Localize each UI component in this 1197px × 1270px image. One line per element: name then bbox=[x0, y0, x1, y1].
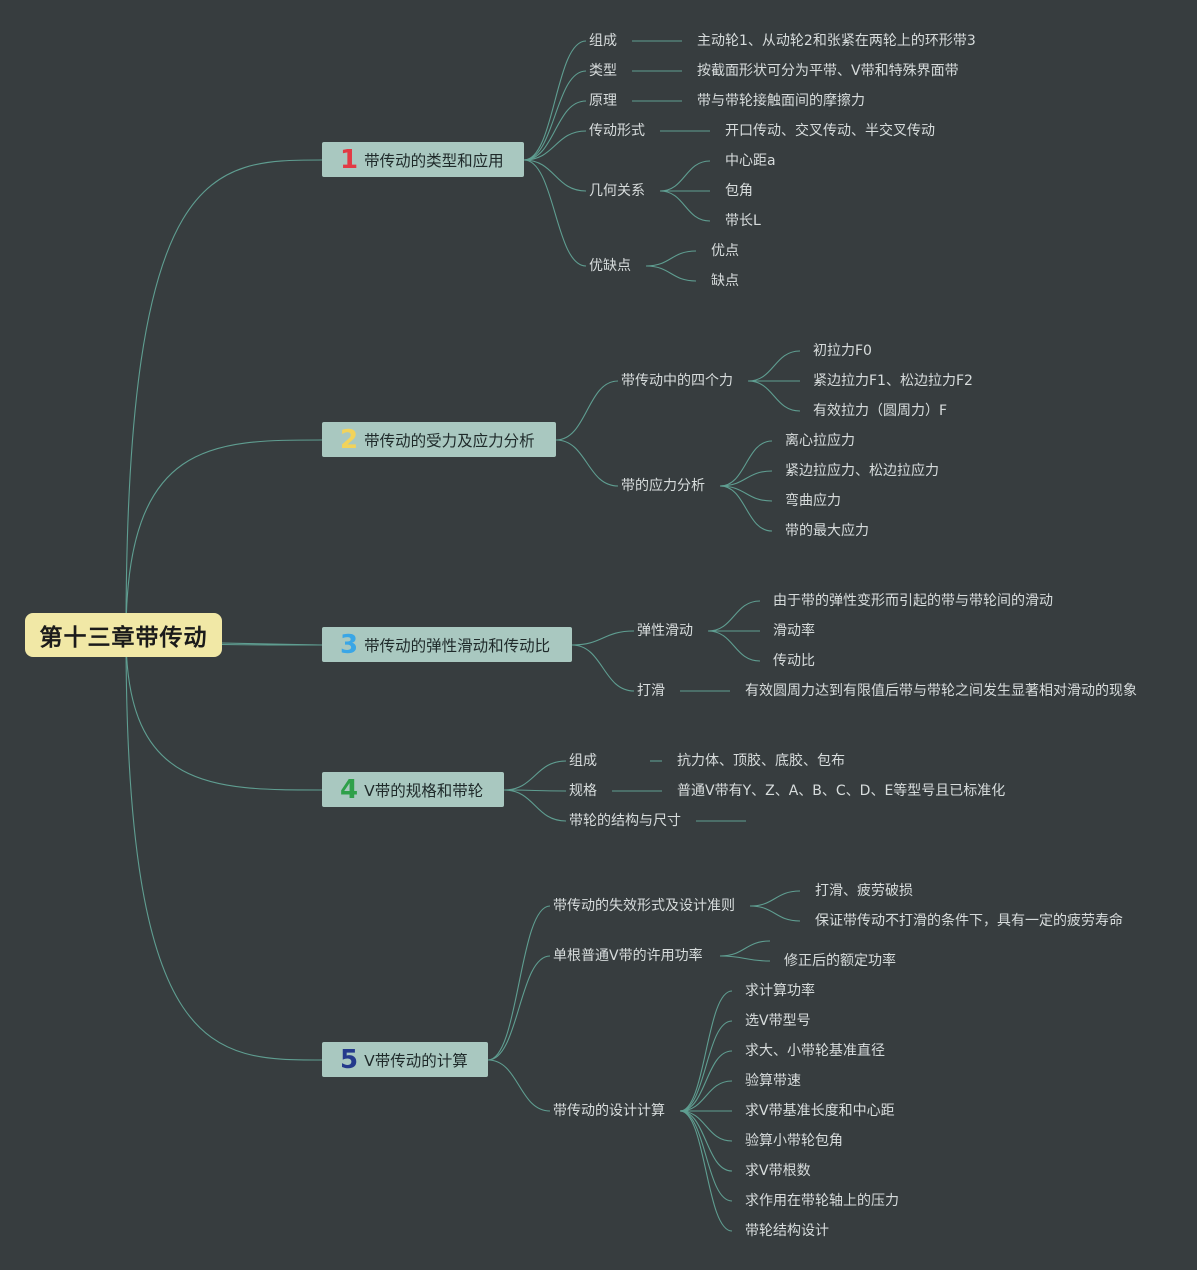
b5-power-item[interactable]: 修正后的额定功率 bbox=[784, 953, 896, 969]
b5-design-calc[interactable]: 带传动的设计计算 bbox=[553, 1103, 665, 1119]
b2-force-item[interactable]: 初拉力F0 bbox=[813, 343, 872, 359]
b2-four-forces[interactable]: 带传动中的四个力 bbox=[621, 373, 733, 389]
b3-slipping-detail[interactable]: 有效圆周力达到有限值后带与带轮之间发生显著相对滑动的现象 bbox=[745, 683, 1137, 699]
b5-design-step[interactable]: 验算小带轮包角 bbox=[745, 1133, 843, 1149]
branch-2-number: 2 bbox=[340, 424, 359, 455]
b4-specification[interactable]: 规格 bbox=[569, 783, 597, 799]
branch-1-label: 带传动的类型和应用 bbox=[364, 151, 504, 170]
b5-design-step[interactable]: 选V带型号 bbox=[745, 1013, 811, 1029]
b5-allowable-power[interactable]: 单根普通V带的许用功率 bbox=[553, 948, 703, 964]
b1-drive-form[interactable]: 传动形式 bbox=[589, 123, 645, 139]
b3-elastic-item[interactable]: 由于带的弹性变形而引起的带与带轮间的滑动 bbox=[773, 593, 1053, 609]
b5-failure-item[interactable]: 打滑、疲劳破损 bbox=[815, 883, 913, 899]
b5-design-step[interactable]: 求V带基准长度和中心距 bbox=[745, 1103, 895, 1119]
b1-composition-detail[interactable]: 主动轮1、从动轮2和张紧在两轮上的环形带3 bbox=[697, 33, 976, 49]
b1-principle[interactable]: 原理 bbox=[589, 93, 617, 109]
b2-stress-analysis[interactable]: 带的应力分析 bbox=[621, 478, 705, 494]
b5-design-step[interactable]: 带轮结构设计 bbox=[745, 1223, 829, 1239]
b1-type-detail[interactable]: 按截面形状可分为平带、V带和特殊界面带 bbox=[697, 63, 959, 79]
b4-pulley-structure[interactable]: 带轮的结构与尺寸 bbox=[569, 813, 681, 829]
branch-2-label: 带传动的受力及应力分析 bbox=[364, 431, 535, 450]
b3-elastic-item[interactable]: 滑动率 bbox=[773, 623, 815, 639]
b2-stress-item[interactable]: 带的最大应力 bbox=[785, 523, 869, 539]
b1-composition[interactable]: 组成 bbox=[589, 33, 617, 49]
b3-elastic-item[interactable]: 传动比 bbox=[773, 653, 815, 669]
b4-composition-detail[interactable]: 抗力体、顶胶、底胶、包布 bbox=[677, 753, 845, 769]
b1-geometry-item[interactable]: 带长L bbox=[725, 213, 761, 229]
b2-stress-item[interactable]: 弯曲应力 bbox=[785, 493, 841, 509]
b2-force-item[interactable]: 紧边拉力F1、松边拉力F2 bbox=[813, 373, 973, 389]
branch-4-number: 4 bbox=[340, 774, 359, 805]
branch-1[interactable]: 1 带传动的类型和应用 bbox=[322, 142, 524, 177]
branch-2[interactable]: 2 带传动的受力及应力分析 bbox=[322, 422, 556, 457]
branch-3[interactable]: 3 带传动的弹性滑动和传动比 bbox=[322, 627, 572, 662]
branch-5[interactable]: 5 V带传动的计算 bbox=[322, 1042, 488, 1077]
b5-design-step[interactable]: 求大、小带轮基准直径 bbox=[745, 1043, 885, 1059]
b5-design-step[interactable]: 求作用在带轮轴上的压力 bbox=[745, 1193, 899, 1209]
branch-4[interactable]: 4 V带的规格和带轮 bbox=[322, 772, 504, 807]
b2-stress-item[interactable]: 紧边拉应力、松边拉应力 bbox=[785, 463, 939, 479]
b1-principle-detail[interactable]: 带与带轮接触面间的摩擦力 bbox=[697, 93, 865, 109]
branch-5-label: V带传动的计算 bbox=[364, 1051, 468, 1070]
b2-stress-item[interactable]: 离心拉应力 bbox=[785, 433, 855, 449]
b4-specification-detail[interactable]: 普通V带有Y、Z、A、B、C、D、E等型号且已标准化 bbox=[677, 783, 1006, 799]
b1-pros[interactable]: 优点 bbox=[711, 243, 739, 259]
b1-geometry[interactable]: 几何关系 bbox=[589, 183, 645, 199]
branch-3-number: 3 bbox=[340, 629, 359, 660]
b5-design-step[interactable]: 求计算功率 bbox=[745, 983, 815, 999]
branch-1-number: 1 bbox=[340, 144, 359, 175]
b4-composition[interactable]: 组成 bbox=[569, 753, 597, 769]
b5-design-step[interactable]: 求V带根数 bbox=[745, 1163, 811, 1179]
branch-3-label: 带传动的弹性滑动和传动比 bbox=[364, 636, 551, 655]
branch-5-number: 5 bbox=[340, 1044, 359, 1075]
b3-elastic-sliding[interactable]: 弹性滑动 bbox=[637, 623, 693, 639]
b2-force-item[interactable]: 有效拉力（圆周力）F bbox=[813, 403, 948, 419]
b5-design-step[interactable]: 验算带速 bbox=[745, 1073, 801, 1089]
root-topic[interactable]: 第十三章带传动 bbox=[25, 613, 222, 657]
b1-drive-form-detail[interactable]: 开口传动、交叉传动、半交叉传动 bbox=[725, 123, 935, 139]
branch-4-label: V带的规格和带轮 bbox=[364, 781, 484, 800]
b1-geometry-item[interactable]: 中心距a bbox=[725, 153, 776, 169]
b1-type[interactable]: 类型 bbox=[589, 63, 617, 79]
b5-failure-item[interactable]: 保证带传动不打滑的条件下，具有一定的疲劳寿命 bbox=[815, 913, 1123, 929]
b1-cons[interactable]: 缺点 bbox=[711, 273, 739, 289]
b5-failure-modes[interactable]: 带传动的失效形式及设计准则 bbox=[553, 898, 735, 914]
b1-pros-cons[interactable]: 优缺点 bbox=[589, 258, 631, 274]
b1-geometry-item[interactable]: 包角 bbox=[725, 183, 753, 199]
b3-slipping[interactable]: 打滑 bbox=[637, 683, 665, 699]
